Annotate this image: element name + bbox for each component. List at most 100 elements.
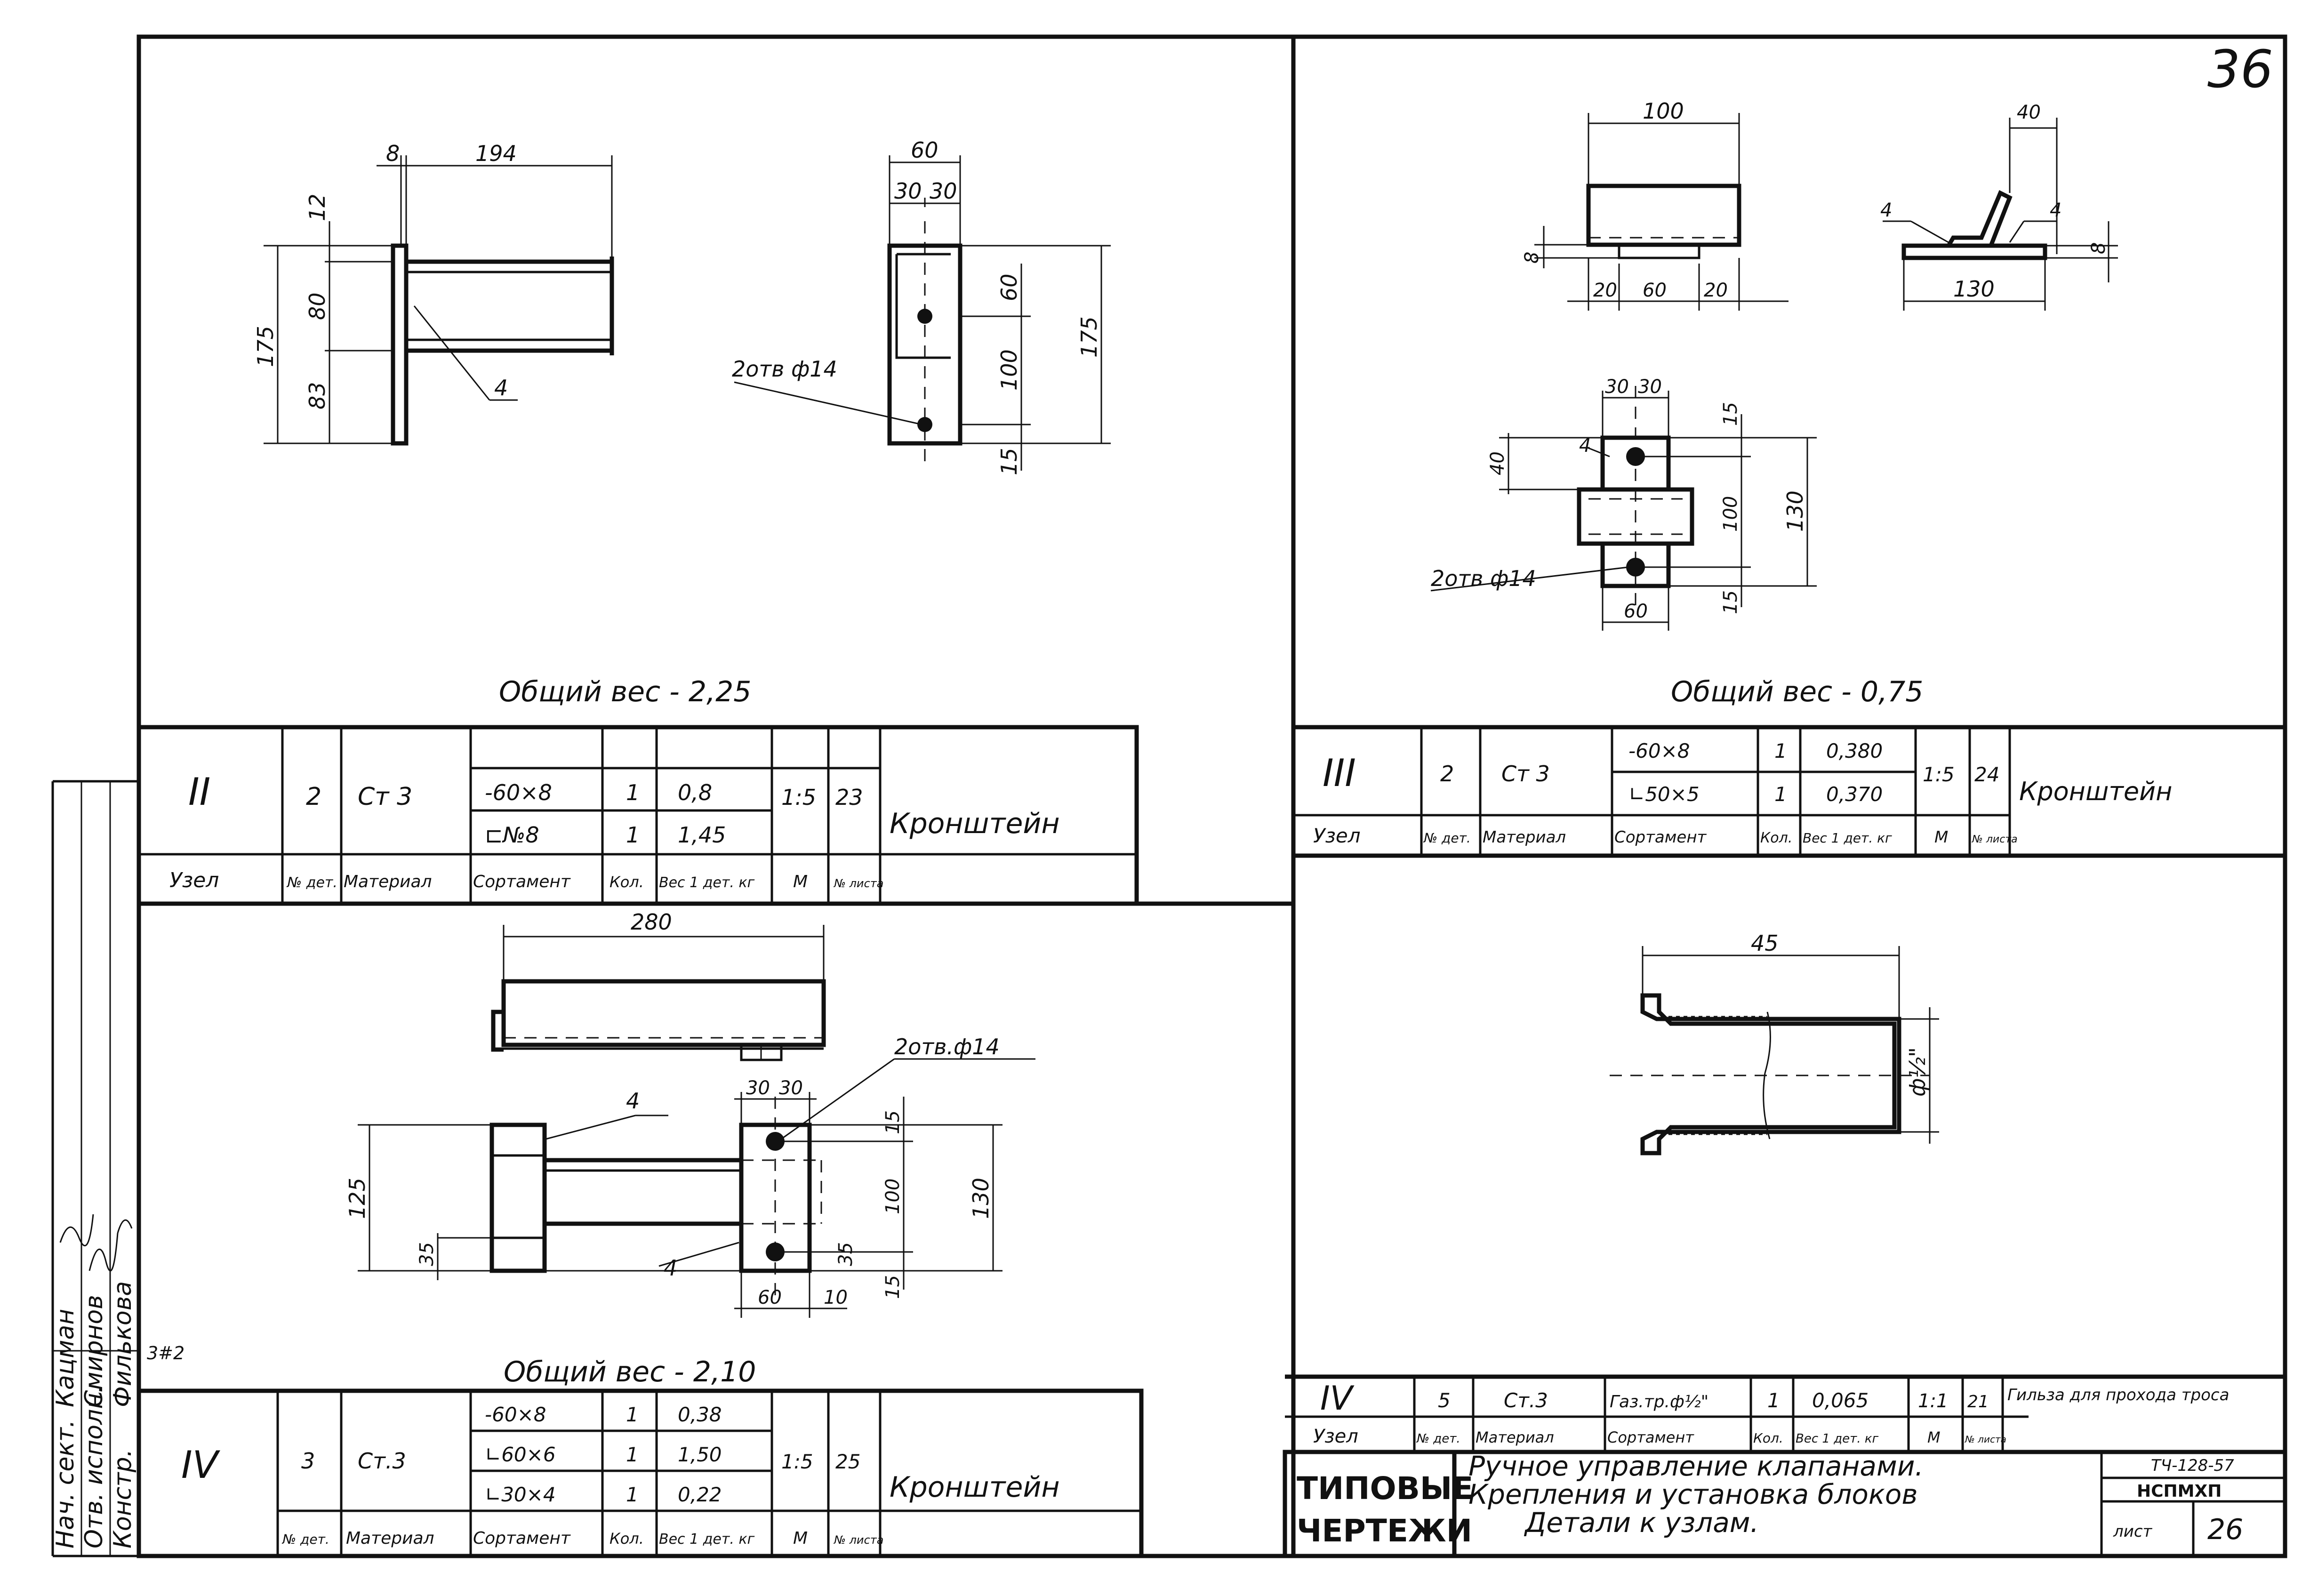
node-IV-profile-2: ∟60×6 [485, 1443, 556, 1466]
title-line-1: Ручное управление клапанами. [1468, 1450, 1924, 1482]
node-II-qty-1: 1 [626, 780, 640, 805]
sleeve-name: Гильза для прохода троса [2007, 1386, 2229, 1404]
III-dim-20-left: 20 [1593, 280, 1617, 301]
signature-block: Нач. сект. Отв. исполн. Констр. Кацман С… [51, 1214, 137, 1548]
sleeve-dim-diameter: ф½" [1905, 1047, 1930, 1097]
node-IV-qty-1: 1 [626, 1403, 639, 1426]
sleeve-hdr-part-no: № дет. [1416, 1432, 1460, 1446]
node-II-profile-1: -60×8 [485, 780, 552, 805]
sleeve-sheet: 21 [1967, 1392, 1989, 1412]
IV-dim-35-left: 35 [416, 1242, 438, 1266]
node-IV-profile-3: ∟30×4 [485, 1483, 556, 1506]
title-line-3: Детали к узлам. [1524, 1507, 1759, 1539]
node-II-scale: 1:5 [781, 785, 816, 810]
node-IV-weight-3: 0,22 [678, 1483, 722, 1506]
IV-weld-4-bottom: 4 [664, 1255, 677, 1281]
node-III-drawing: 100 8 20 60 20 40 4 4 8 130 [1430, 98, 2118, 631]
typical-label-1: ТИПОВЫЕ [1297, 1470, 1473, 1507]
III-hdr-qty: Кол. [1760, 830, 1792, 846]
node-IV-name: Кронштейн [890, 1471, 1060, 1504]
sleeve-node-id: IV [1320, 1379, 1355, 1418]
III-dim-130-plan: 130 [1782, 490, 1808, 532]
node-IV-qty-3: 1 [626, 1483, 639, 1506]
III-weld-4-left: 4 [1880, 200, 1892, 221]
III-dim-20-right: 20 [1704, 280, 1728, 301]
name-smirnov: Смирнов [80, 1295, 108, 1407]
weld-leader-4: 4 [494, 375, 508, 401]
IV-holes-label: 2отв.ф14 [894, 1034, 1000, 1059]
node-II-part-no: 2 [306, 783, 321, 811]
node-III-part-no: 2 [1440, 761, 1454, 786]
node-III-scale: 1:5 [1923, 763, 1955, 786]
dim-83: 83 [305, 382, 330, 409]
sleeve-drawing: 45 ф½" [1610, 930, 1939, 1155]
handwritten-signatures [59, 1214, 133, 1272]
node-II-total-weight: Общий вес - 2,25 [499, 675, 751, 708]
hdr-qty: Кол. [610, 873, 644, 891]
III-weld-4-plan: 4 [1579, 435, 1591, 457]
sleeve-weight: 0,065 [1812, 1389, 1869, 1412]
dim-60-vertical: 60 [996, 273, 1022, 301]
node-IV-sheet: 25 [835, 1450, 860, 1473]
III-dim-15-bottom: 15 [1720, 590, 1741, 614]
top-sheet-number: 36 [2207, 39, 2273, 99]
node-IV-total-weight: Общий вес - 2,10 [504, 1355, 756, 1388]
III-dim-100-plan: 100 [1720, 496, 1741, 532]
III-hdr-weight: Вес 1 дет. кг [1803, 830, 1892, 846]
node-IV-material: Ст.3 [358, 1448, 406, 1474]
hdr-part-no: № дет. [286, 874, 337, 891]
III-dim-60: 60 [1643, 280, 1667, 301]
III-hdr-scale: М [1934, 828, 1948, 847]
sleeve-dim-45: 45 [1751, 930, 1779, 956]
hdr-scale: М [793, 872, 808, 891]
IV-dim-30-right: 30 [779, 1077, 803, 1099]
III-weld-4-right: 4 [2050, 200, 2061, 221]
sleeve-profile: Газ.тр.ф½" [1610, 1392, 1708, 1412]
node-IV-profile-1: -60×8 [485, 1403, 546, 1426]
node-III-total-weight: Общий вес - 0,75 [1671, 675, 1923, 708]
node-II-weight-2: 1,45 [678, 822, 726, 848]
node-IV-qty-2: 1 [626, 1443, 639, 1466]
III-hdr-part-no: № дет. [1423, 830, 1471, 846]
IV-dim-35-right: 35 [835, 1242, 857, 1266]
III-dim-40: 40 [2017, 102, 2041, 123]
node-III-qty-2: 1 [1774, 783, 1787, 806]
node-III-name: Кронштейн [2019, 777, 2172, 806]
IV-hdr-profile: Сортамент [473, 1529, 571, 1548]
node-III-profile-1: -60×8 [1628, 739, 1690, 762]
III-dim-8-right: 8 [2088, 242, 2109, 254]
dim-8: 8 [386, 141, 400, 166]
sheet-label: лист [2113, 1522, 2153, 1541]
dim-175: 175 [253, 326, 278, 367]
III-dim-30-left: 30 [1605, 376, 1629, 398]
sleeve-scale: 1:1 [1918, 1390, 1948, 1412]
IV-weld-4-top: 4 [626, 1088, 640, 1114]
sleeve-hdr-material: Материал [1476, 1428, 1554, 1446]
hdr-profile: Сортамент [473, 872, 571, 891]
title-block: ТИПОВЫЕ ЧЕРТЕЖИ Ручное управление клапан… [1283, 1450, 2287, 1558]
node-II-sheet: 23 [835, 785, 863, 810]
IV-dim-280: 280 [631, 909, 672, 935]
role-designer: Констр. [109, 1449, 137, 1548]
doc-code: ТЧ-128-57 [2151, 1456, 2234, 1475]
role-head-of-sector: Нач. сект. [51, 1420, 80, 1548]
IV-dim-130: 130 [968, 1178, 994, 1219]
node-IV-drawing: 280 2отв.ф14 [147, 909, 1035, 1363]
sleeve-hdr-profile: Сортамент [1607, 1428, 1694, 1446]
IV-dim-125: 125 [345, 1178, 370, 1219]
III-dim-100: 100 [1643, 98, 1684, 124]
III-hdr-profile: Сортамент [1614, 828, 1707, 847]
IV-hdr-weight: Вес 1 дет. кг [659, 1531, 755, 1548]
sleeve-table: IV 5 Ст.3 Газ.тр.ф½" 1 0,065 1:1 21 Гиль… [1285, 1374, 2285, 1452]
III-dim-15-top: 15 [1720, 402, 1741, 426]
sleeve-part-no: 5 [1438, 1389, 1451, 1412]
hdr-weight: Вес 1 дет. кг [659, 874, 755, 891]
node-III-weight-1: 0,380 [1826, 739, 1883, 762]
IV-hdr-scale: М [793, 1529, 808, 1548]
node-II-qty-2: 1 [626, 822, 640, 848]
dim-60-top: 60 [911, 137, 938, 163]
III-hdr-material: Материал [1483, 828, 1566, 847]
holes-label: 2отв ф14 [732, 356, 837, 382]
org-code: НСПМХП [2137, 1482, 2222, 1501]
